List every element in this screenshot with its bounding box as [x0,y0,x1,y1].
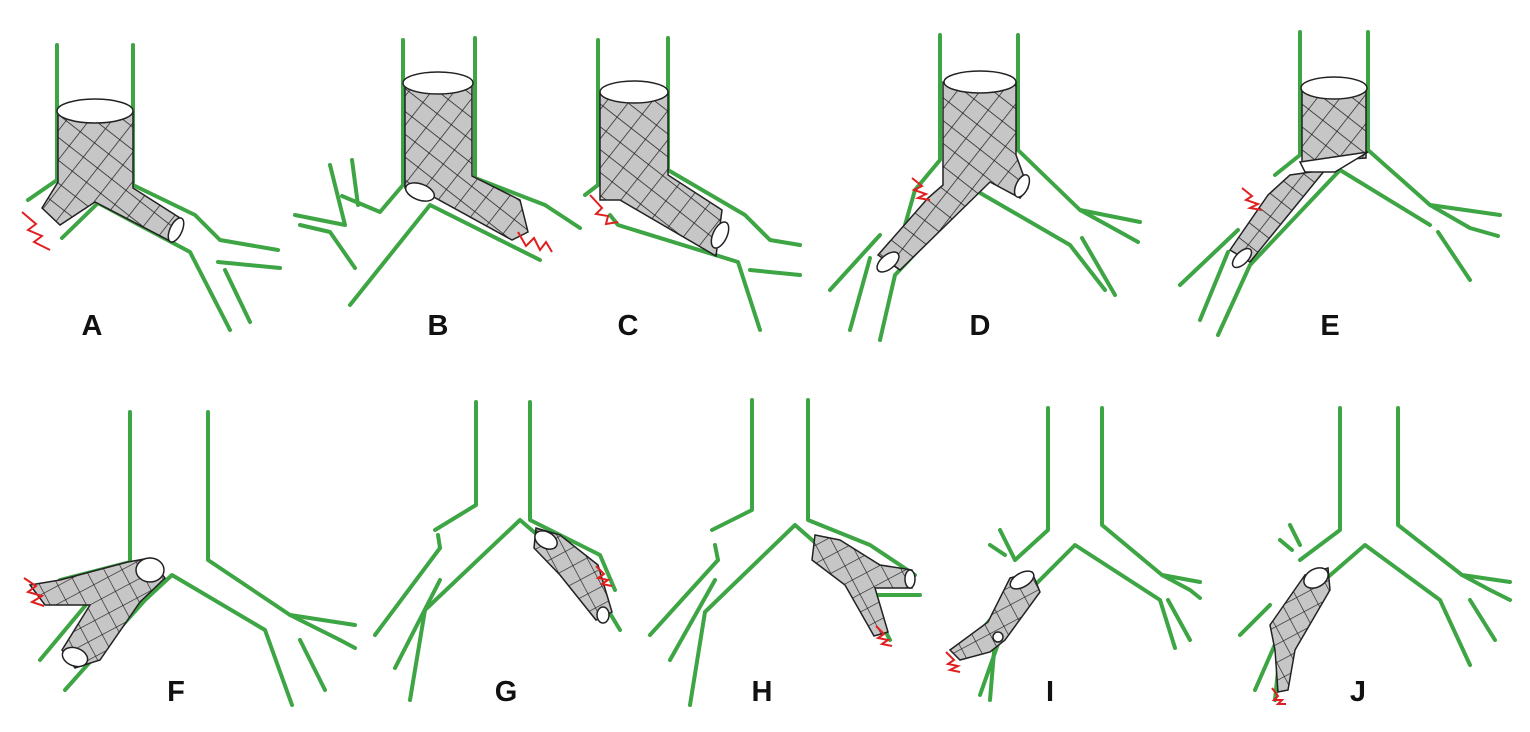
stent-opening [56,98,134,124]
airway-walls [373,400,622,702]
panel-g [373,400,622,702]
stent-proximal-end [404,182,436,202]
panel-label-j: J [1349,676,1367,708]
stent-proximal-end [1009,570,1035,590]
stent [402,71,529,241]
tear-mark [517,231,553,253]
tear-mark [945,651,962,673]
panel-e [1178,30,1502,337]
panel-label-c: C [617,310,639,342]
panel-i [945,406,1202,702]
stent-distal-end [167,217,185,243]
panel-label-e: E [1320,310,1340,342]
airway-walls [648,398,922,707]
panel-c [583,36,802,332]
tear-mark [911,177,931,201]
stent-proximal-end [534,530,558,550]
stent [599,80,730,258]
tear-mark [595,565,613,587]
stent-branch-end [904,569,916,589]
panel-label-d: D [969,310,991,342]
panel-b [293,36,582,307]
airway-walls [1178,30,1502,337]
stent [41,98,185,244]
stent-side-opening [992,631,1004,643]
stent [1228,76,1369,269]
panel-label-a: A [81,310,103,342]
panel-label-i: I [1045,676,1055,708]
stent-distal-end [876,251,900,273]
stent [811,534,916,637]
panel-label-h: H [751,676,773,708]
stent-distal-end [710,221,730,249]
stent-upper-end [135,557,165,583]
panel-j [1238,406,1512,705]
stent [876,70,1031,273]
stent-distal-end [596,606,610,624]
tear-mark [875,625,893,647]
stent-right-end [1013,174,1031,198]
tear-mark [1271,687,1286,705]
tear-mark [589,194,619,226]
airway-walls [293,36,582,307]
stent [948,570,1041,661]
panel-h [648,398,922,707]
stent-proximal-end [1303,567,1329,589]
panel-f [23,410,357,707]
stent-lower-end [61,646,89,668]
stent-gap [1298,151,1369,173]
stent-opening [1300,76,1368,100]
tear-mark [1241,187,1263,211]
stent [28,557,166,669]
stent [1269,567,1331,693]
stent-opening [943,70,1017,94]
panel-d [828,33,1142,342]
airway-walls [958,406,1202,702]
panel-label-g: G [494,676,518,708]
panel-a [21,43,282,332]
stent-distal-end [1231,247,1253,269]
stent-opening [402,71,474,95]
panel-label-b: B [427,310,449,342]
tear-mark [21,211,51,251]
panel-label-f: F [167,676,185,708]
stent-opening [599,80,669,104]
tear-mark [23,577,45,607]
stent [533,527,613,624]
